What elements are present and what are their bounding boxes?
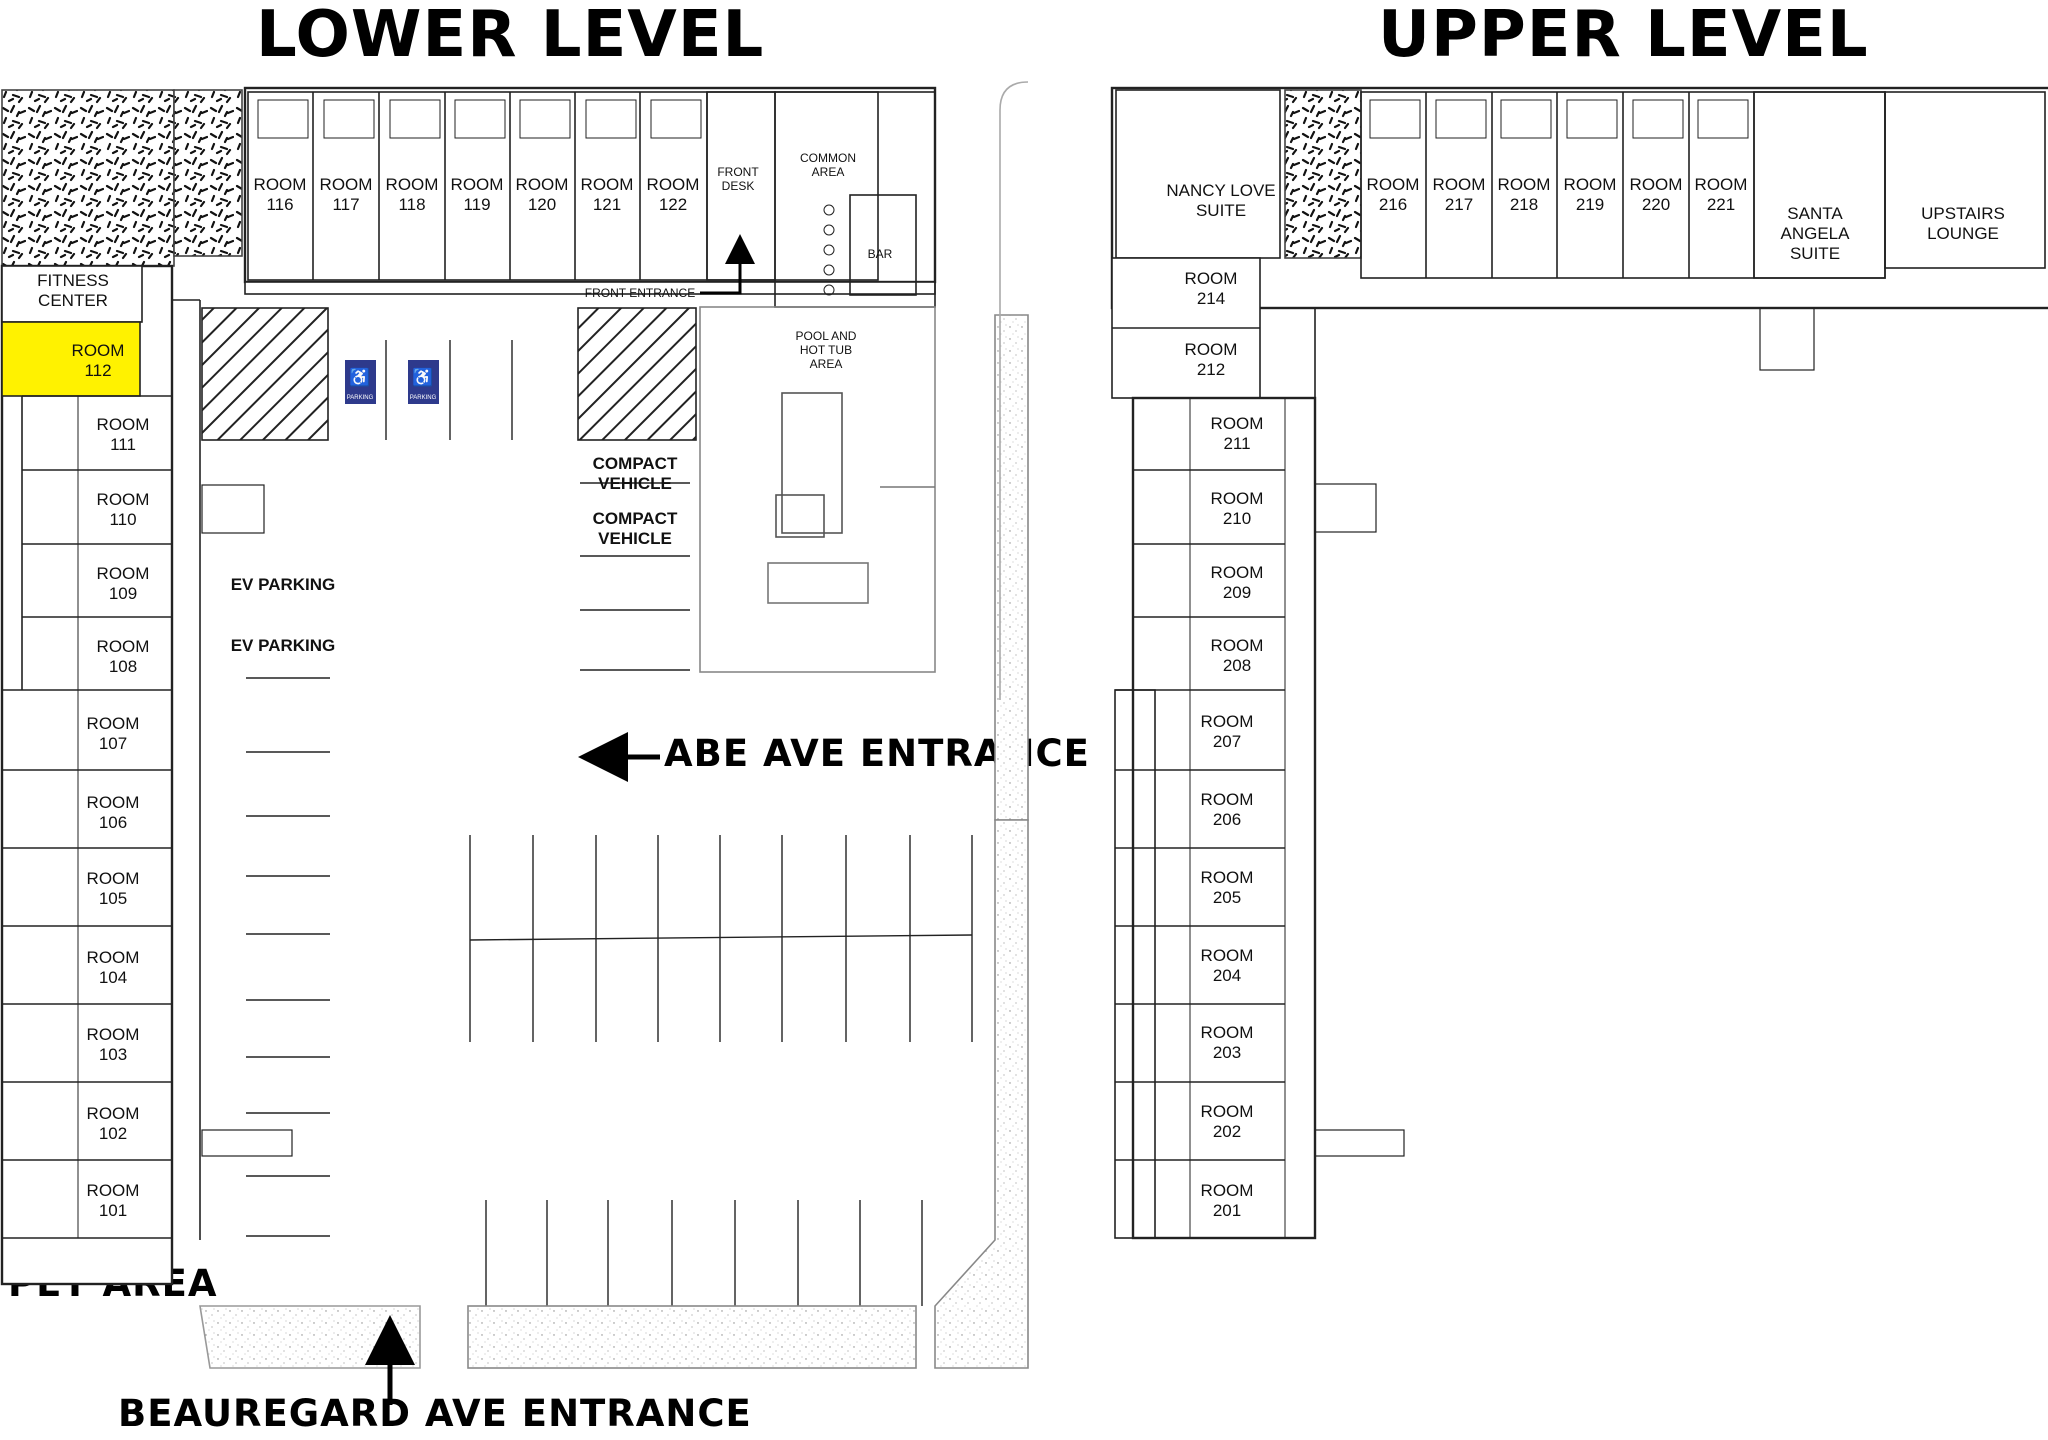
southeast-landscape-strip: [934, 819, 1029, 1369]
accessible-parking-sign-1: [345, 360, 376, 404]
southwest-landscape: [199, 1305, 421, 1369]
west-room-walls: [2, 395, 172, 1239]
ev-parking-label-1: EV PARKING: [231, 575, 336, 594]
upper-west-room-walls: [1112, 327, 1286, 1238]
stairs-upper-south: [1313, 1129, 1405, 1157]
south-landscape-strip: [467, 1305, 917, 1369]
lower-level-title: LOWER LEVEL: [256, 0, 765, 72]
stairs-upper-north: [1759, 307, 1815, 371]
bar-stools: [823, 204, 835, 296]
front-entrance-label: FRONT ENTRANCE: [585, 286, 695, 300]
planter-northwest: [1, 89, 175, 267]
planter-upper-north: [1284, 89, 1362, 259]
upper-level-plan: [1110, 86, 2048, 1240]
pool-area: [699, 306, 936, 673]
accessible-icon-1: ♿: [349, 367, 370, 387]
lower-level-plan: ♿ ♿: [0, 81, 1029, 1369]
upper-level-title: UPPER LEVEL: [1378, 0, 1869, 72]
bar-label: BAR: [868, 247, 893, 261]
beauregard-ave-entrance-label: BEAUREGARD AVE ENTRANCE: [118, 1392, 752, 1435]
parking-sign-text-2: PARKING: [410, 395, 437, 401]
bar-counter: [849, 194, 917, 296]
parking-sign-text-1: PARKING: [347, 395, 374, 401]
hot-tub: [775, 494, 825, 538]
no-parking-zone-right: [577, 307, 697, 441]
accessible-icon-2: ♿: [412, 367, 433, 387]
fitness-center: [1, 265, 143, 323]
accessible-parking-sign-2: [408, 360, 439, 404]
pool: [781, 392, 843, 534]
front-entrance-arrow: [700, 234, 755, 295]
ev-parking-label-2: EV PARKING: [231, 636, 336, 655]
stairs-lower-south: [201, 1129, 293, 1157]
stairs-upper-east: [1313, 483, 1377, 533]
planter-north: [173, 89, 243, 257]
room-112-highlight: [1, 321, 141, 397]
no-parking-zone-left: [201, 307, 329, 441]
stairs-lower-west: [201, 484, 265, 534]
upstairs-lounge: [1884, 91, 2046, 269]
parking-stripes: [246, 340, 973, 1306]
